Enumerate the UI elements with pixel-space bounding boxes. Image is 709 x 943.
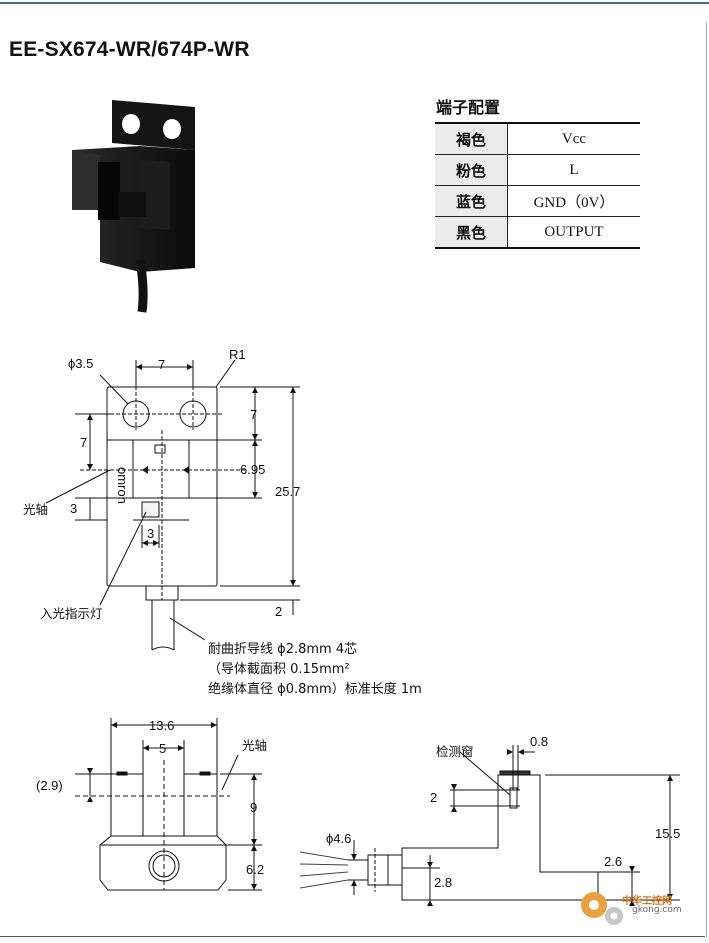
dim-3-vertical: 3 <box>70 501 77 516</box>
axis-label: 光轴 <box>23 502 48 517</box>
axis-label-2: 光轴 <box>242 738 267 753</box>
omron-logo-text: omron <box>115 467 130 504</box>
cable-dim-label: 2 <box>275 604 282 619</box>
watermark-line2: gkong.com <box>632 905 682 915</box>
wire-function: Vcc <box>507 122 640 155</box>
terminal-heading: 端子配置 <box>436 98 501 117</box>
window-label: 检测窗 <box>436 744 474 759</box>
left-7-label: 7 <box>80 435 87 450</box>
dim-2-label: 2 <box>430 790 437 805</box>
width-label: 13.6 <box>149 718 174 733</box>
bottom-rule <box>0 936 705 937</box>
right-rule <box>706 22 707 937</box>
dim-26-label: 2.6 <box>604 854 622 869</box>
cable-note-line1: 耐曲折导线 ϕ2.8mm 4芯 <box>208 642 358 657</box>
page-title: EE-SX674-WR/674P-WR <box>9 38 250 61</box>
wire-color: 蓝色 <box>435 185 508 217</box>
cable-note-line3: 绝缘体直径 ϕ0.8mm）标准长度 1m <box>208 682 422 697</box>
wire-function: OUTPUT <box>507 216 640 249</box>
wire-function: L <box>507 154 640 186</box>
corner-radius-label: R1 <box>229 347 246 362</box>
window-width-label: 0.8 <box>530 734 548 749</box>
watermark-line1: 中华工控网 <box>622 896 672 907</box>
gear-icon <box>581 892 623 925</box>
cable-note-line2: （导体截面积 0.15mm² <box>208 662 350 677</box>
slot-height-label: 6.95 <box>240 462 265 477</box>
top-rule <box>0 2 709 4</box>
hole-pitch-label: 7 <box>158 357 165 372</box>
height-62-label: 6.2 <box>246 862 264 877</box>
dim-28-label: 2.8 <box>434 875 452 890</box>
cable-dia-label: ϕ4.6 <box>326 831 351 846</box>
slot-width-label: 5 <box>159 741 166 756</box>
total-height-label: 25.7 <box>275 484 300 499</box>
dim-3-horizontal: 3 <box>147 526 154 541</box>
indicator-label: 入光指示灯 <box>40 606 103 621</box>
wire-color: 褐色 <box>435 122 508 155</box>
hole-dia-label: ϕ3.5 <box>68 356 93 371</box>
offset-label: (2.9) <box>36 778 63 793</box>
top-to-slot-label: 7 <box>250 407 257 422</box>
height-155-label: 15.5 <box>655 826 680 841</box>
wire-color: 黑色 <box>435 216 508 249</box>
height-9-label: 9 <box>250 800 257 815</box>
wire-function: GND（0V） <box>507 185 640 217</box>
